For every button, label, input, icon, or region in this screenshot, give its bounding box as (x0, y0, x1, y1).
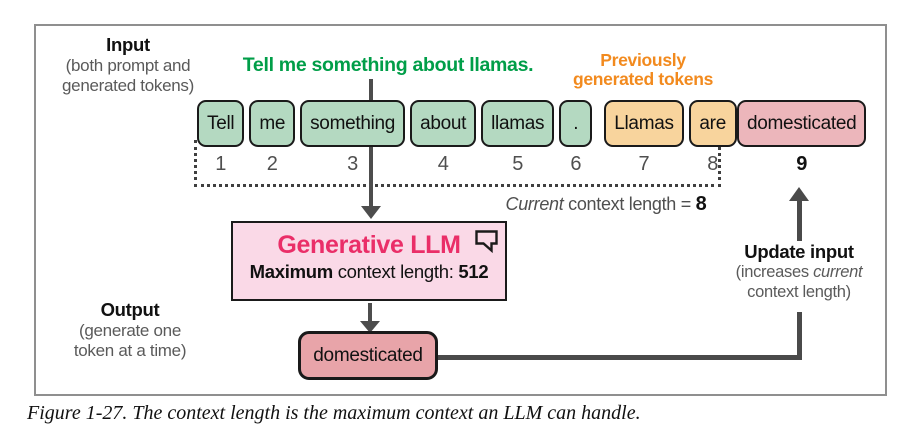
output-title: Output (100, 299, 160, 320)
token-number: 4 (437, 153, 449, 175)
output-subtitle-line2: token at a time) (73, 340, 187, 360)
prompt-to-llm-arrowhead-icon (361, 206, 381, 219)
output-label: Output (generate one token at a time) (40, 299, 220, 360)
token-cell: llamas 5 (481, 100, 555, 176)
previously-generated-line2: generated tokens (572, 69, 714, 89)
update-input-label: Update input (increases current context … (704, 241, 894, 302)
current-context-bracket (194, 140, 721, 187)
token-box: Tell (197, 100, 245, 147)
figure-caption: Figure 1-27. The context length is the m… (27, 402, 641, 424)
output-token-box: domesticated (298, 331, 438, 380)
token-number: 8 (707, 153, 719, 175)
input-subtitle-line2: generated tokens) (62, 75, 194, 95)
feedback-line-horizontal (438, 355, 802, 360)
llm-max-context-label: Maximum context length: 512 (233, 261, 505, 283)
feedback-line-vertical-bottom (797, 312, 802, 358)
update-input-title: Update input (744, 241, 854, 262)
token-box: are (688, 100, 737, 147)
token-cell: are 8 (688, 100, 737, 176)
llm-to-output-arrow (368, 303, 372, 321)
token-box: about (410, 100, 477, 147)
token-row: Tell 1 me 2 something 3 about 4 llamas 5… (197, 100, 737, 176)
llm-title: Generative LLM (277, 231, 461, 259)
token-cell: Llamas 7 (604, 100, 684, 176)
token-cell: me 2 (249, 100, 296, 176)
token-box: domesticated (737, 100, 867, 147)
update-input-line1: (increases current (704, 263, 894, 283)
increases-text: (increases (735, 263, 814, 281)
input-subtitle-line1: (both prompt and (65, 56, 191, 75)
context-length-text: context length = (563, 194, 696, 214)
max-context-text: context length: (332, 261, 459, 282)
token-box: Llamas (604, 100, 684, 147)
prompt-text: Tell me something about llamas. (242, 54, 534, 76)
token-number: 1 (215, 153, 227, 175)
token-number: 2 (266, 153, 278, 175)
speech-bubble-icon (475, 230, 498, 254)
current-word-italic: current (813, 263, 863, 281)
maximum-word: Maximum (249, 261, 334, 282)
max-context-value: 512 (458, 261, 489, 282)
token-cell: . 6 (559, 100, 593, 176)
token-cell: something 3 (300, 100, 406, 176)
output-subtitle-line1: (generate one (79, 321, 181, 340)
token-cell: about 4 (410, 100, 477, 176)
llm-to-output-arrowhead-icon (360, 321, 380, 333)
current-context-length-value: 8 (695, 193, 707, 215)
token-box: me (249, 100, 296, 147)
token-number: 5 (512, 153, 524, 175)
token-number: 7 (638, 153, 650, 175)
token-cell-new: domesticated 9 (737, 100, 867, 176)
current-word: Current (505, 194, 564, 214)
update-input-line2: context length) (747, 282, 851, 301)
input-title: Input (106, 34, 150, 55)
generative-llm-box: Generative LLM Maximum context length: 5… (231, 221, 507, 301)
previously-generated-label: Previously generated tokens (563, 51, 723, 89)
feedback-line-vertical-top (797, 200, 802, 241)
token-number: 6 (570, 153, 582, 175)
input-label: Input (both prompt and generated tokens) (38, 34, 218, 95)
diagram-frame (34, 24, 887, 396)
feedback-arrowhead-icon (789, 187, 809, 201)
token-number: 9 (796, 153, 808, 175)
token-box: . (559, 100, 593, 147)
token-number: 3 (347, 153, 358, 175)
token-box: something (300, 100, 406, 147)
token-box: llamas (481, 100, 555, 147)
current-context-length-label: Current context length = 8 (495, 193, 717, 216)
token-cell: Tell 1 (197, 100, 245, 176)
previously-generated-line1: Previously (600, 50, 686, 70)
